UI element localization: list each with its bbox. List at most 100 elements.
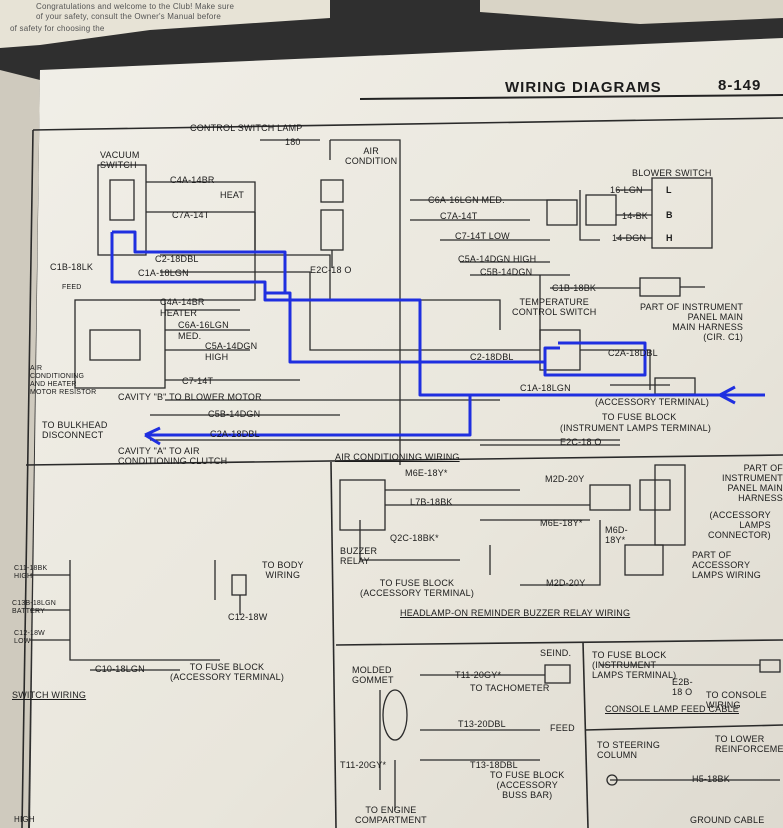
label-14-bk: 14-BK: [622, 211, 649, 221]
label-c2a-18dbl: C2A-18DBL: [608, 348, 658, 358]
label-seind: SEIND.: [540, 648, 572, 658]
label-control-switch-lamp: CONTROL SWITCH LAMP: [190, 123, 303, 133]
label-temp-control-switch: TEMPERATURE CONTROL SWITCH: [512, 297, 597, 317]
label-buzzer-relay: BUZZER RELAY: [340, 546, 378, 566]
label-left-bottom-high: HIGH: [14, 815, 35, 824]
label-q2c-18bk: Q2C-18BK*: [390, 533, 439, 543]
label-tach-feed: FEED: [550, 723, 575, 733]
label-to-tachometer: TO TACHOMETER: [470, 683, 550, 693]
label-heater: HEATER: [160, 308, 198, 318]
label-c5a-14dgn: C5A-14DGN: [205, 341, 258, 351]
label-l7b-18bk: L7B-18BK: [410, 497, 453, 507]
caption-switch-wiring: SWITCH WIRING: [12, 690, 87, 700]
label-c7-14t: C7-14T: [182, 376, 214, 386]
label-e2c-18o: E2C-18 O: [310, 265, 352, 275]
label-c7a-14t: C7A-14T: [172, 210, 210, 220]
label-m6e-18y-b: M6E-18Y*: [540, 518, 583, 528]
label-c2a-18dbl-b: C2A-18DBL: [210, 429, 260, 439]
label-B: B: [666, 210, 673, 220]
label-h5-18bk: H5-18BK: [692, 774, 730, 784]
label-c1b-18bk: C1B-18BK: [552, 283, 597, 293]
label-air-condition: AIR CONDITION: [345, 146, 398, 166]
label-ground-cable: GROUND CABLE: [690, 815, 765, 825]
label-c6a-16lgn: C6A-16LGN: [178, 320, 229, 330]
label-c4a-14br: C4A-14BR: [170, 175, 215, 185]
label-c5b-14dgn: C5B-14DGN: [480, 267, 533, 277]
manual-page: [30, 38, 783, 828]
label-part-of-accessory-lamps: PART OF ACCESSORY LAMPS WIRING: [692, 550, 761, 580]
label-high: HIGH: [205, 352, 229, 362]
label-t13-20dbl: T13-20DBL: [458, 719, 506, 729]
label-c11-18bk: C11-18BK HIGH: [14, 565, 48, 580]
label-c7-14t-low: C7-14T LOW: [455, 231, 510, 241]
label-console-to-fuse: TO FUSE BLOCK (INSTRUMENT LAMPS TERMINAL…: [592, 650, 677, 680]
label-m2d-20y-b: M2D-20Y: [546, 578, 586, 588]
label-c1a-18lgn: C1A-18LGN: [138, 268, 189, 278]
label-c5b-14dgn-b: C5B-14DGN: [208, 409, 261, 419]
label-buzzer-to-fuse: TO FUSE BLOCK (ACCESSORY TERMINAL): [360, 578, 475, 598]
label-c4a-14br-b: C4A-14BR: [160, 297, 205, 307]
label-to-lower-reinforcement: TO LOWER REINFORCEMENT: [715, 734, 783, 754]
label-H: H: [666, 233, 673, 243]
label-motor-resistor: AIR CONDITIONING AND HEATER MOTOR RESIST…: [30, 365, 97, 396]
label-c1a-18lgn-b: C1A-18LGN: [520, 383, 571, 393]
label-to-bulkhead: TO BULKHEAD DISCONNECT: [42, 420, 108, 440]
label-m6e-18y: M6E-18Y*: [405, 468, 448, 478]
label-t11-20gy: T11-20GY*: [455, 670, 502, 680]
book-left-edge: [0, 70, 40, 828]
label-180: 180: [285, 137, 301, 147]
label-t11-20gy-b: T11-20GY*: [340, 760, 387, 770]
label-to-fuse-block: TO FUSE BLOCK: [602, 412, 677, 422]
label-c1b-18lk: C1B-18LK: [50, 262, 94, 272]
label-med: MED.: [178, 331, 202, 341]
wiring-lines: [30, 139, 781, 810]
label-c5a-high: C5A-14DGN HIGH: [458, 254, 537, 264]
blue-marker-traces: [110, 230, 765, 446]
label-vacuum-switch: VACUUM SWITCH: [100, 150, 140, 170]
label-to-body-wiring: TO BODY WIRING: [262, 560, 304, 580]
page-title: WIRING DIAGRAMS: [505, 79, 662, 96]
label-heat: HEAT: [220, 190, 245, 200]
label-instrument-lamps-terminal: (INSTRUMENT LAMPS TERMINAL): [560, 423, 712, 433]
label-c10-18lgn: C10-18LGN: [95, 664, 145, 674]
label-cavity-b: CAVITY "B" TO BLOWER MOTOR: [118, 392, 262, 402]
label-c7a-14t-b: C7A-14T: [440, 211, 478, 221]
strip-line-3: of safety for choosing the: [10, 24, 105, 33]
caption-buzzer-relay-wiring: HEADLAMP-ON REMINDER BUZZER RELAY WIRING: [400, 608, 631, 618]
label-c13b-18lgn: C13B-18LGN BATTERY: [12, 600, 57, 615]
label-c6a-med: C6A-16LGN MED.: [428, 195, 505, 205]
label-e2b-18o: E2B- 18 O: [672, 677, 693, 697]
label-blower-switch: BLOWER SWITCH: [632, 168, 712, 178]
label-m6d-18y: M6D- 18Y*: [605, 525, 628, 545]
label-L: L: [666, 185, 672, 195]
page-number: 8-149: [718, 77, 762, 94]
label-left-to-fuse: TO FUSE BLOCK (ACCESSORY TERMINAL): [170, 662, 285, 682]
label-to-engine: TO ENGINE COMPARTMENT: [355, 805, 427, 825]
top-paper-strip: [0, 0, 330, 48]
strip-line-1: Congratulations and welcome to the Club!…: [36, 2, 235, 11]
label-part-of-instrument: PART OF INSTRUMENT PANEL MAIN MAIN HARNE…: [640, 302, 744, 342]
label-to-steering-column: TO STEERING COLUMN: [597, 740, 661, 760]
label-e2c-18o-b: E2C-18 O: [560, 437, 602, 447]
label-feed: FEED: [62, 284, 82, 291]
label-16-lgn: 16-LGN: [610, 185, 643, 195]
label-tach-to-fuse: TO FUSE BLOCK (ACCESSORY BUSS BAR): [490, 770, 565, 800]
label-to-console-wiring: TO CONSOLE WIRING: [706, 690, 767, 710]
label-molded-gommet: MOLDED GOMMET: [352, 665, 394, 685]
label-accessory-lamps-connector: (ACCESSORY LAMPS CONNECTOR): [708, 510, 771, 540]
label-c2-18dbl: C2-18DBL: [155, 254, 199, 264]
label-cavity-a: CAVITY "A" TO AIR CONDITIONING CLUTCH: [118, 446, 228, 466]
caption-console-lamp-feed: CONSOLE LAMP FEED CABLE: [605, 704, 739, 714]
label-c12-18w: C12-18W: [228, 612, 268, 622]
strip-line-2: of your safety, consult the Owner's Manu…: [36, 12, 222, 21]
label-accessory-terminal: (ACCESSORY TERMINAL): [595, 397, 710, 407]
label-m2d-20y: M2D-20Y: [545, 474, 585, 484]
label-t13-18dbl: T13-18DBL: [470, 760, 518, 770]
label-14-dgn: 14-DGN: [612, 233, 647, 243]
label-part-of-instr-harness: PART OF INSTRUMENT PANEL MAIN HARNESS: [722, 463, 783, 503]
caption-ac-wiring: AIR CONDITIONING WIRING: [335, 452, 460, 462]
label-c12-18w-low: C12-18W LOW: [14, 630, 45, 645]
label-c2-18dbl-b: C2-18DBL: [470, 352, 514, 362]
